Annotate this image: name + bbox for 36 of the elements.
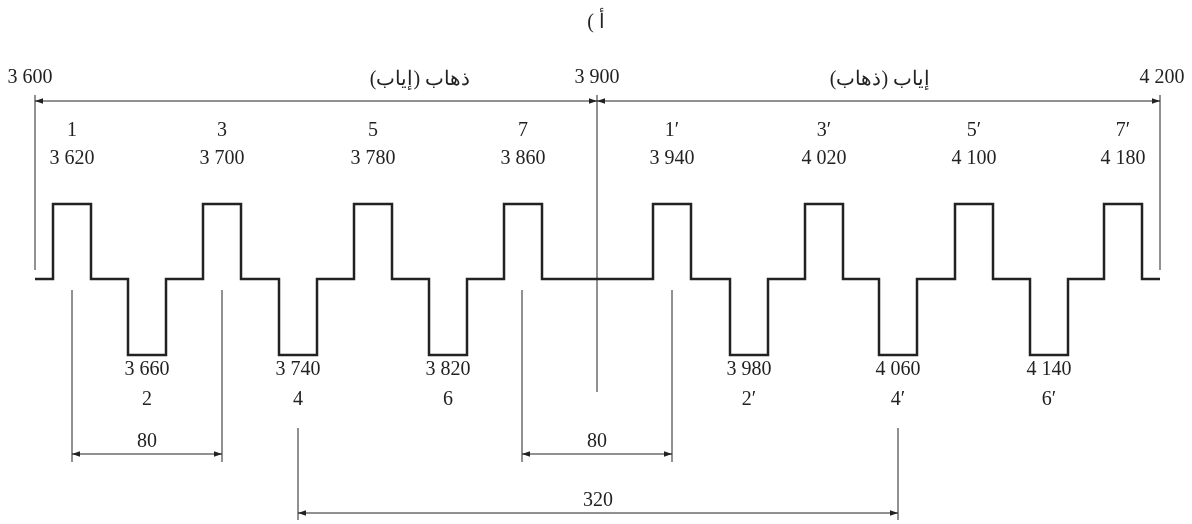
position-value: 4 180 [1100,146,1146,168]
position-value: 4 100 [951,146,997,168]
position-value: 3 820 [425,357,471,379]
position-value: 3 660 [124,357,170,379]
position-value: 4 060 [875,357,921,379]
dimension-value: 3 600 [7,65,53,87]
pulse-number: 2 [142,387,152,409]
pulse-number: 2′ [741,387,757,409]
position-value: 3 620 [49,146,95,168]
pulse-number: 6′ [1041,387,1057,409]
dimension-value: 3 900 [574,65,620,87]
pulse-number: 1 [67,118,77,140]
dimension-caption: إياب (ذهاب) [829,67,931,89]
pulse-number: 3′ [816,118,832,140]
position-value: 3 940 [649,146,695,168]
dimension-caption: ذهاب (إياب) [369,67,471,89]
pulse-number: 7′ [1115,118,1131,140]
pulse-number: 4 [293,387,303,409]
pulse-number: 4′ [890,387,906,409]
dimension-value: 320 [583,488,613,510]
position-value: 3 700 [199,146,245,168]
position-value: 3 980 [726,357,772,379]
position-value: 3 780 [350,146,396,168]
pulse-number: 3 [217,118,227,140]
pulse-number: 1′ [664,118,680,140]
pulse-number: 6 [443,387,453,409]
dimension-value: 80 [137,429,157,451]
pulse-number: 5 [368,118,378,140]
dimension-value: 80 [587,429,607,451]
position-value: 4 020 [801,146,847,168]
pulse-number: 7 [518,118,528,140]
position-value: 3 860 [500,146,546,168]
position-value: 3 740 [275,357,321,379]
pulse-number: 5′ [966,118,982,140]
position-value: 4 140 [1026,357,1072,379]
dimension-value: 4 200 [1139,65,1185,87]
